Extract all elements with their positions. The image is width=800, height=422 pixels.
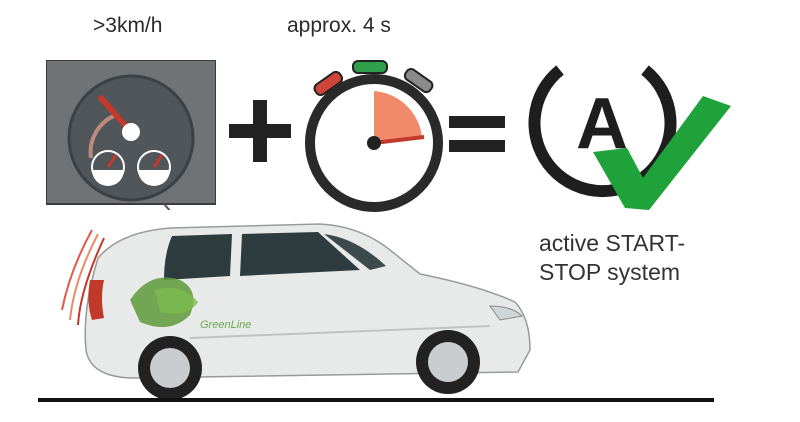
car-image: GreenLine bbox=[60, 210, 560, 410]
result-line-1: active START- bbox=[539, 230, 686, 256]
plus-symbol bbox=[225, 96, 295, 166]
time-label: approx. 4 s bbox=[287, 14, 391, 37]
auto-start-stop-icon: A bbox=[520, 40, 730, 220]
result-label: active START- STOP system bbox=[539, 229, 685, 287]
greenline-logo: GreenLine bbox=[200, 319, 251, 331]
result-line-2: STOP system bbox=[539, 259, 681, 285]
speedometer-icon bbox=[46, 60, 216, 210]
speed-label: >3km/h bbox=[93, 14, 163, 37]
stopwatch-icon bbox=[303, 55, 453, 215]
checkmark-icon bbox=[585, 90, 735, 215]
ground-line bbox=[38, 398, 714, 402]
equals-symbol bbox=[447, 110, 507, 160]
